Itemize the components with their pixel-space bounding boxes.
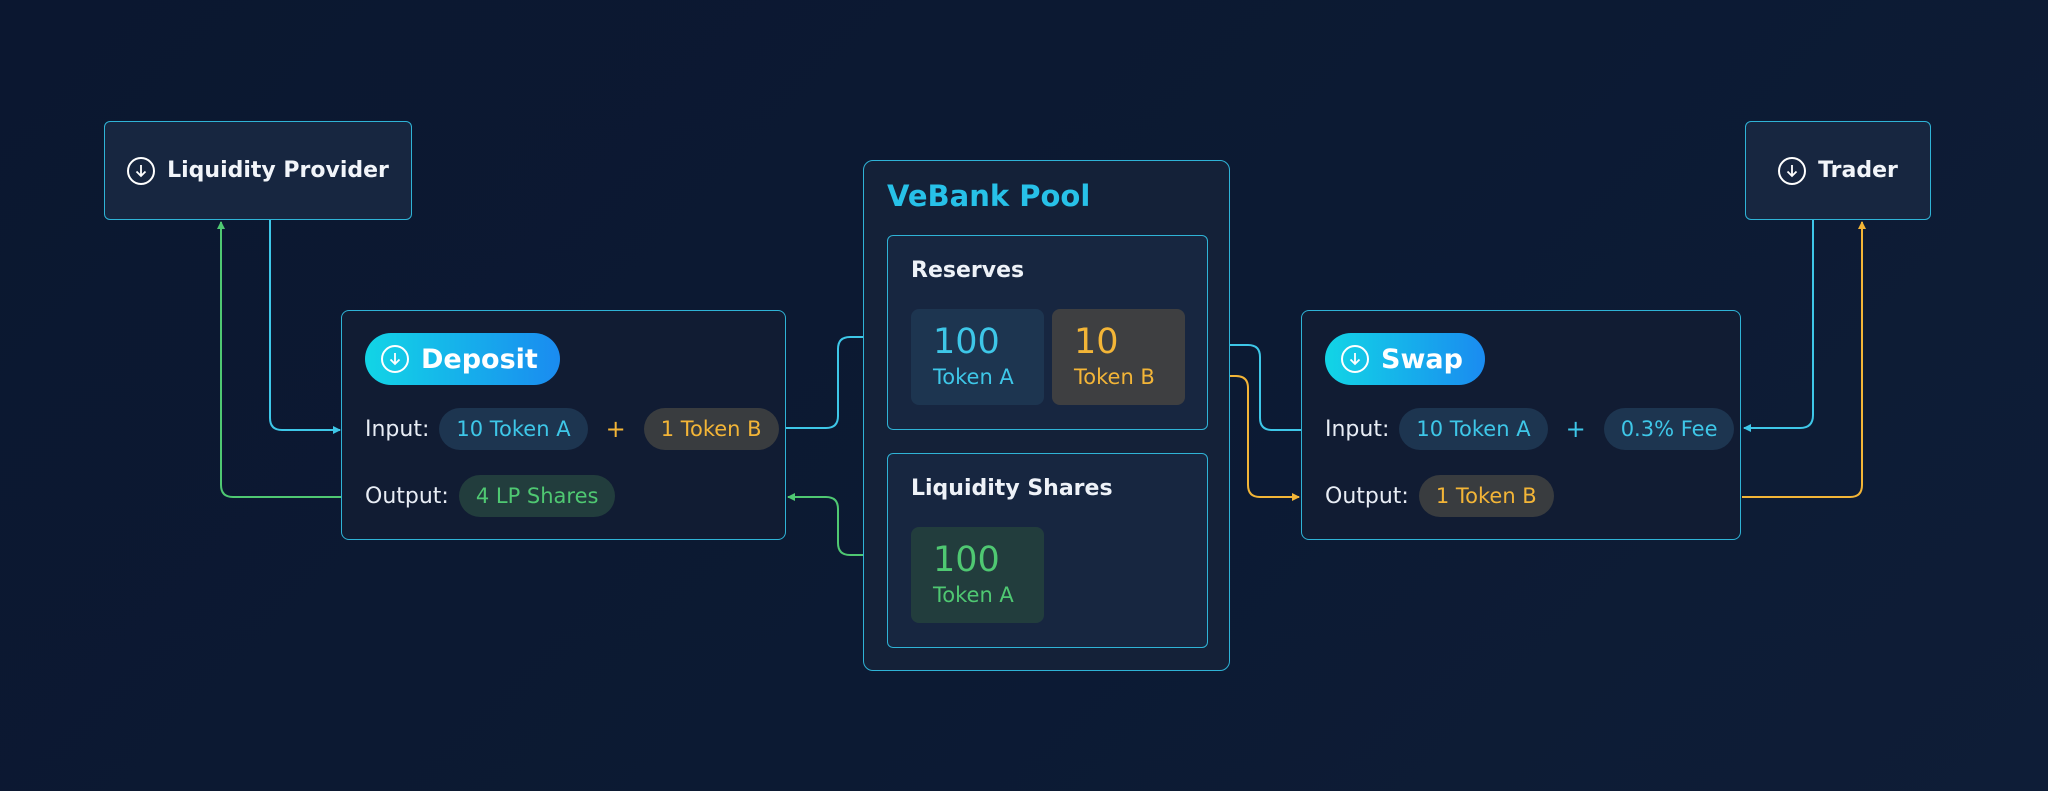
reserve-token-a-label: Token A (933, 365, 1014, 389)
reserve-token-a-tile: 100 Token A (911, 309, 1044, 405)
swap-output-token-b: 1 Token B (1418, 475, 1554, 517)
pool-title: VeBank Pool (887, 179, 1091, 213)
swap-panel: Swap Input: 10 Token A + 0.3% Fee Output… (1301, 310, 1741, 540)
deposit-input-row: Input: 10 Token A + 1 Token B (365, 408, 779, 450)
liquidity-shares-title: Liquidity Shares (911, 476, 1113, 501)
reserve-token-b-tile: 10 Token B (1052, 309, 1185, 405)
deposit-panel: Deposit Input: 10 Token A + 1 Token B Ou… (341, 310, 786, 540)
trader-label: Trader (1818, 158, 1898, 183)
deposit-output-label: Output: (365, 483, 449, 509)
wire-swap-to-trader (1742, 221, 1866, 498)
wire-lp-to-deposit (269, 220, 341, 434)
deposit-input-label: Input: (365, 416, 430, 442)
swap-title: Swap (1381, 343, 1463, 375)
arrow-down-circle-icon (1778, 156, 1807, 185)
deposit-input-token-a: 10 Token A (439, 408, 588, 450)
swap-input-row: Input: 10 Token A + 0.3% Fee (1325, 408, 1735, 450)
swap-output-label: Output: (1325, 483, 1409, 509)
plus-sign: + (605, 415, 626, 443)
swap-input-token-a: 10 Token A (1399, 408, 1548, 450)
liquidity-provider-node: Liquidity Provider (104, 121, 412, 220)
reserve-token-b-value: 10 (1074, 322, 1119, 362)
swap-header: Swap (1325, 333, 1485, 385)
swap-input-label: Input: (1325, 416, 1390, 442)
wire-deposit-to-reserves (786, 333, 887, 429)
wire-deposit-to-lp (217, 221, 341, 498)
arrow-down-circle-icon (127, 156, 156, 185)
swap-output-row: Output: 1 Token B (1325, 475, 1554, 517)
deposit-title: Deposit (421, 343, 538, 375)
liquidity-shares-tile: 100 Token A (911, 527, 1044, 623)
reserve-token-a-value: 100 (933, 322, 1000, 362)
liquidity-provider-label: Liquidity Provider (167, 158, 389, 183)
liquidity-shares-value: 100 (933, 540, 1000, 580)
reserves-title: Reserves (911, 258, 1025, 283)
wire-reserves-to-swap (1206, 375, 1300, 501)
vebank-pool: VeBank Pool Reserves 100 Token A 10 Toke… (863, 160, 1230, 671)
reserves-box: Reserves 100 Token A 10 Token B (887, 235, 1208, 430)
liquidity-shares-label: Token A (933, 583, 1014, 607)
wire-trader-to-swap (1743, 220, 1814, 432)
swap-fee-chip: 0.3% Fee (1603, 408, 1735, 450)
deposit-input-token-b: 1 Token B (643, 408, 779, 450)
reserve-token-b-label: Token B (1074, 365, 1155, 389)
arrow-down-circle-icon (1341, 345, 1369, 373)
plus-sign: + (1565, 415, 1586, 443)
liquidity-shares-box: Liquidity Shares 100 Token A (887, 453, 1208, 648)
wire-shares-to-deposit (787, 493, 886, 556)
deposit-header: Deposit (365, 333, 560, 385)
deposit-output-row: Output: 4 LP Shares (365, 475, 616, 517)
deposit-output-lp-shares: 4 LP Shares (458, 475, 616, 517)
arrow-down-circle-icon (381, 345, 409, 373)
wire-swap-to-reserves (1207, 341, 1301, 431)
trader-node: Trader (1745, 121, 1931, 220)
